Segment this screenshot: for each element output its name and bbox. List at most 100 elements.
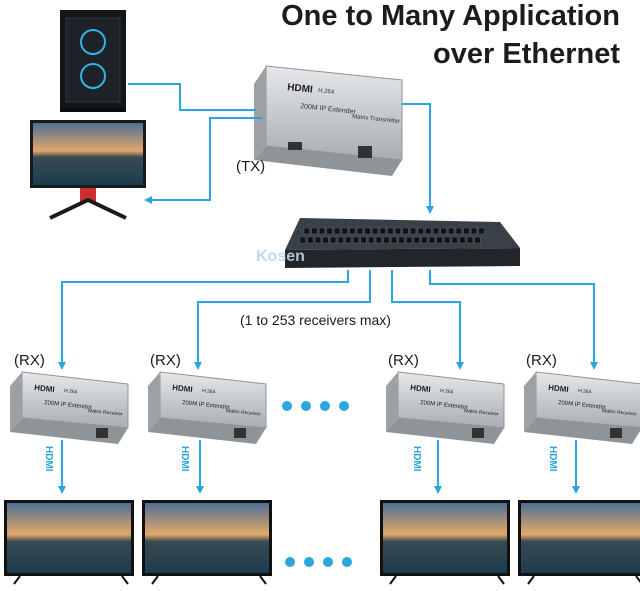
- hdmi-cable-label: HDMI: [43, 446, 54, 472]
- hdmi-cable-label: HDMI: [179, 446, 190, 472]
- switch-port: [406, 236, 413, 244]
- switch-port: [474, 236, 481, 244]
- switch-port: [398, 236, 405, 244]
- receiver-model: 200M IP Extender: [44, 400, 92, 411]
- watermark: Kosen: [256, 248, 305, 265]
- hdmi-cable-label: HDMI: [411, 446, 422, 472]
- switch-port: [436, 236, 443, 244]
- rx-label: (RX): [14, 352, 45, 369]
- switch-port: [352, 236, 359, 244]
- switch-port: [387, 227, 394, 235]
- transmitter-codec: H.264: [318, 88, 335, 96]
- switch-port: [440, 227, 447, 235]
- switch-port: [326, 227, 333, 235]
- switch-port: [383, 236, 390, 244]
- switch-port: [432, 227, 439, 235]
- switch-port: [451, 236, 458, 244]
- title-line-1: One to Many Application: [281, 0, 620, 32]
- rx-label: (RX): [526, 352, 557, 369]
- receiver-role: Matrix Receiver: [226, 408, 261, 418]
- ethernet-port-icon: [358, 146, 372, 158]
- switch-port: [314, 236, 321, 244]
- switch-port: [459, 236, 466, 244]
- switch-port: [470, 227, 477, 235]
- switch-port: [444, 236, 451, 244]
- ethernet-port-icon: [96, 428, 108, 438]
- switch-port: [410, 227, 417, 235]
- switch-port: [428, 236, 435, 244]
- network-switch-icon: [285, 218, 520, 268]
- title-line-2: over Ethernet: [433, 38, 620, 70]
- switch-port: [349, 227, 356, 235]
- switch-port: [303, 227, 310, 235]
- arrow-switch-to-rx3: [391, 270, 464, 370]
- switch-port: [345, 236, 352, 244]
- switch-port: [307, 236, 314, 244]
- switch-port: [318, 227, 325, 235]
- switch-port: [311, 227, 318, 235]
- receiver-codec: H.264: [578, 388, 592, 395]
- switch-port: [330, 236, 337, 244]
- hdmi-cable-label: HDMI: [547, 446, 558, 472]
- receiver-codec: H.264: [202, 388, 216, 395]
- transmitter-unit: HDMI H.264 200M IP Extender Matrix Trans…: [254, 65, 403, 176]
- arrow-switch-to-rx4: [429, 270, 598, 370]
- arrow-switch-to-rx1: [58, 270, 349, 370]
- ethernet-port-icon: [472, 428, 484, 438]
- rx-label: (RX): [388, 352, 419, 369]
- receiver-role: Matrix Receiver: [464, 408, 499, 418]
- receiver-brand: HDMI: [410, 383, 431, 394]
- transmitter-role: Matrix Transmitter: [352, 114, 400, 125]
- switch-port: [379, 227, 386, 235]
- tv-icon: [4, 500, 134, 585]
- receiver-model: 200M IP Extender: [182, 400, 230, 411]
- tx-label: (TX): [236, 158, 266, 175]
- connection-arrows: [58, 83, 598, 370]
- arrow-pc-to-tx: [128, 83, 256, 111]
- switch-port: [402, 227, 409, 235]
- hdmi-port-icon: [288, 142, 302, 150]
- switch-port: [421, 236, 428, 244]
- receiver-role: Matrix Receiver: [88, 408, 123, 418]
- switch-port: [448, 227, 455, 235]
- switch-port: [425, 227, 432, 235]
- rx-label: (RX): [150, 352, 181, 369]
- switch-port: [463, 227, 470, 235]
- switch-port: [334, 227, 341, 235]
- switch-port: [368, 236, 375, 244]
- switch-port: [413, 236, 420, 244]
- switch-port: [364, 227, 371, 235]
- transmitter-brand: HDMI: [287, 82, 314, 96]
- switch-port: [322, 236, 329, 244]
- receiver-brand: HDMI: [34, 383, 55, 394]
- ethernet-port-icon: [610, 428, 622, 438]
- switch-port: [394, 227, 401, 235]
- arrow-switch-to-rx2: [194, 270, 371, 370]
- switch-port: [478, 227, 485, 235]
- receivers-note: (1 to 253 receivers max): [240, 312, 391, 328]
- pc-tower-icon: [60, 10, 126, 112]
- switch-port: [390, 236, 397, 244]
- switch-port: [375, 236, 382, 244]
- switch-port: [337, 236, 344, 244]
- receiver-model: 200M IP Extender: [558, 400, 606, 411]
- ellipsis-dots-icon: [282, 401, 349, 411]
- receiver-codec: H.264: [64, 388, 78, 395]
- receiver-brand: HDMI: [548, 383, 569, 394]
- switch-port: [466, 236, 473, 244]
- switch-port: [360, 236, 367, 244]
- receiver-role: Matrix Receiver: [602, 408, 637, 418]
- tv-icon: [142, 500, 272, 585]
- ellipsis-dots-icon: [285, 557, 352, 567]
- receiver-codec: H.264: [440, 388, 454, 395]
- tv-icon: [518, 500, 640, 585]
- ethernet-port-icon: [234, 428, 246, 438]
- receiver-model: 200M IP Extender: [420, 400, 468, 411]
- switch-port: [299, 236, 306, 244]
